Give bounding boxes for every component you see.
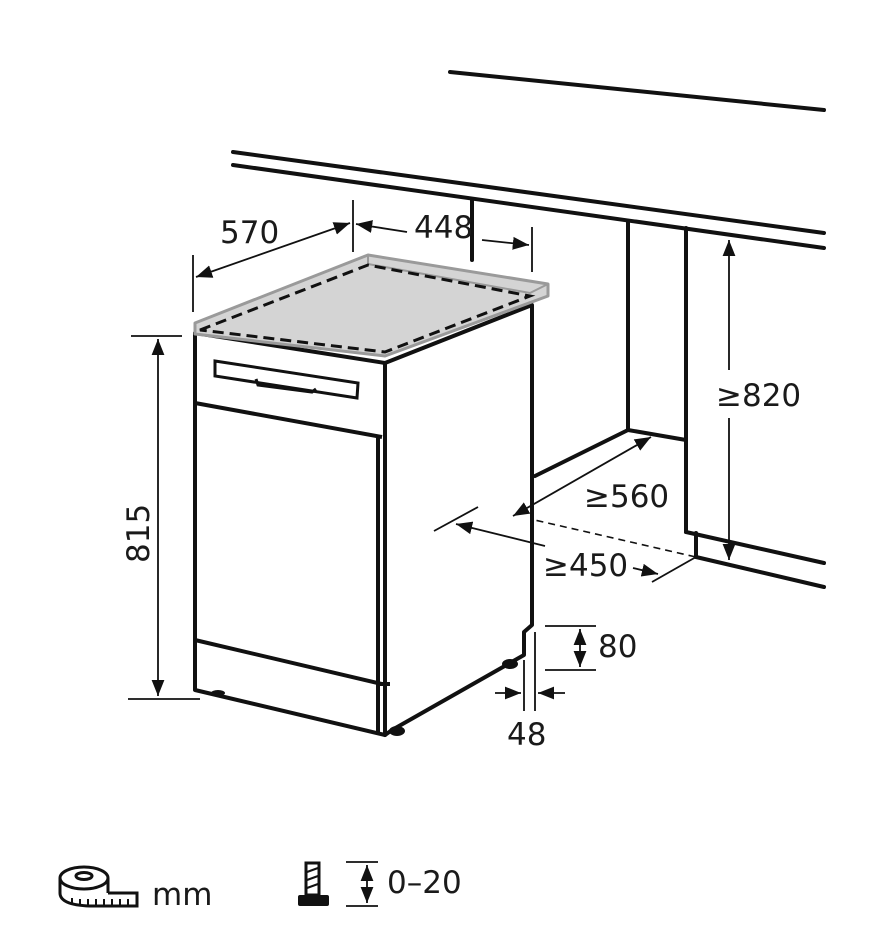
plinth-height-label: 80 bbox=[598, 629, 638, 665]
height-label: 815 bbox=[121, 503, 157, 563]
dimension-width bbox=[355, 220, 533, 272]
niche-depth-label: ≥560 bbox=[584, 479, 670, 515]
door-handle bbox=[213, 359, 360, 400]
plinth-offset-label: 48 bbox=[507, 717, 547, 753]
worktop-outline bbox=[193, 253, 550, 358]
foot-range-dimension bbox=[346, 861, 378, 907]
dimension-height bbox=[128, 335, 200, 700]
niche-width-label: ≥450 bbox=[543, 548, 629, 584]
dishwasher-body bbox=[193, 303, 534, 737]
dimension-niche-width bbox=[433, 506, 697, 583]
dimension-niche-depth bbox=[512, 436, 652, 517]
width-label: 448 bbox=[414, 210, 474, 246]
dimension-plinth-height bbox=[523, 625, 596, 711]
feet bbox=[211, 659, 518, 736]
dishwasher-details bbox=[194, 401, 390, 735]
tape-measure-icon bbox=[58, 865, 139, 908]
foot-range-label: 0–20 bbox=[387, 865, 462, 901]
dimension-depth bbox=[192, 200, 354, 312]
depth-label: 570 bbox=[220, 215, 280, 251]
unit-label: mm bbox=[152, 877, 213, 913]
niche-height-label: ≥820 bbox=[716, 378, 802, 414]
adjustable-foot-icon bbox=[298, 861, 329, 906]
